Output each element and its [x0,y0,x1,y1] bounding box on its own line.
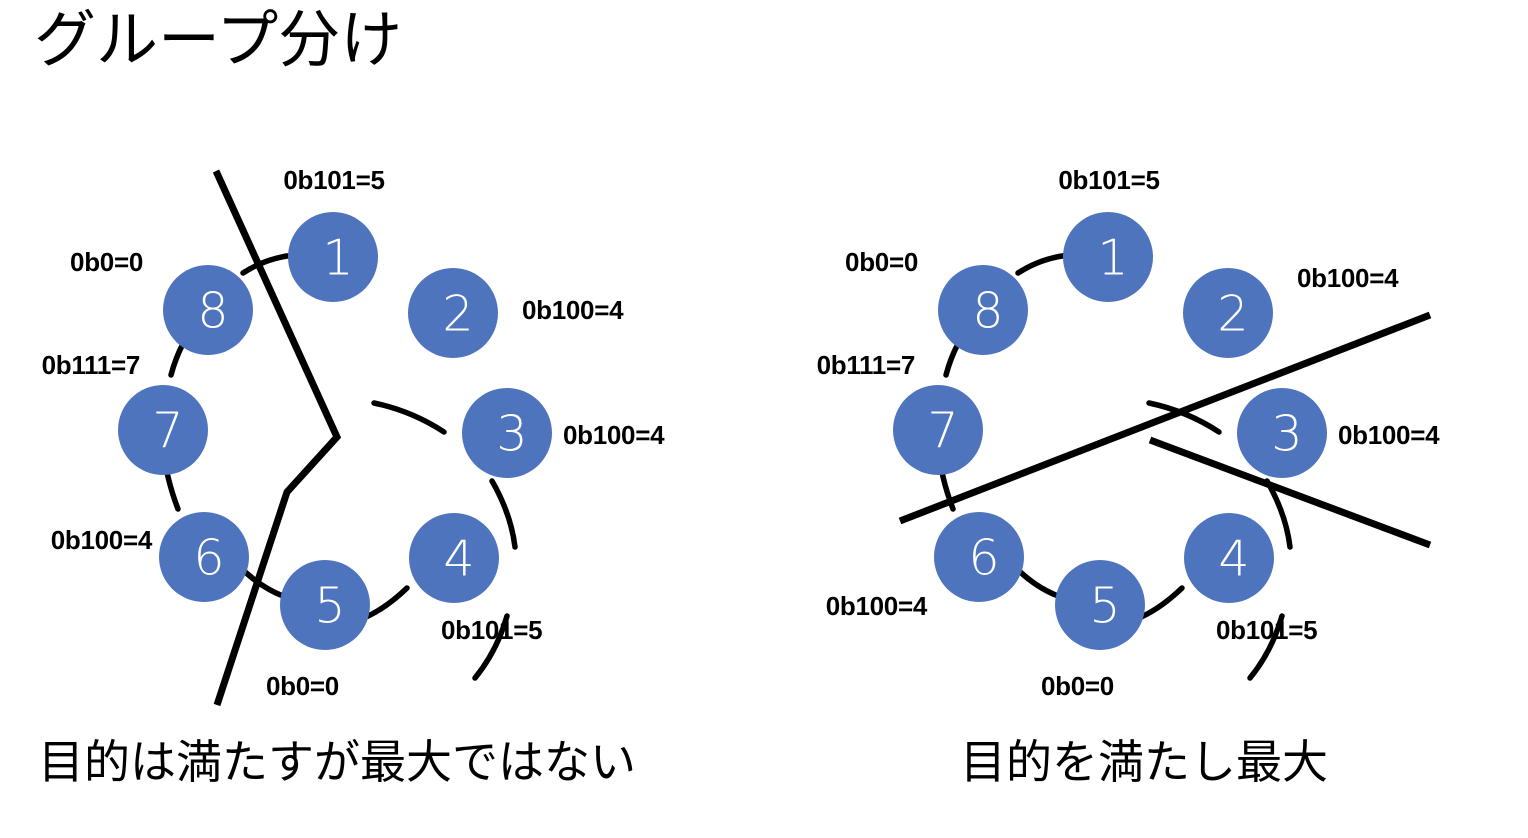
node-circle [938,265,1028,355]
node-5[interactable]: 5 [1055,560,1145,650]
node-number: 7 [152,403,183,460]
node-label-4: 0b101=5 [441,615,542,645]
node-number: 3 [496,406,527,463]
edge-3-4 [472,613,510,681]
node-4[interactable]: 4 [1184,513,1274,603]
node-5[interactable]: 5 [280,560,370,650]
cut-lines [212,169,342,707]
node-7[interactable]: 7 [118,385,208,475]
node-label-6: 0b100=4 [826,591,928,621]
node-number: 7 [927,403,958,460]
cut-line-2 [1148,436,1432,549]
node-number: 5 [314,578,345,635]
node-label-3: 0b100=4 [563,420,665,450]
node-2[interactable]: 2 [408,268,498,358]
node-number: 4 [1218,531,1249,588]
node-circle [280,560,370,650]
node-number: 6 [193,530,224,587]
caption-right: 目的を満たし最大 [960,735,1328,789]
node-circle [1184,513,1274,603]
edge-1-2 [1146,400,1222,435]
node-circle [1237,388,1327,478]
node-1[interactable]: 1 [1063,212,1153,302]
node-circle [1055,560,1145,650]
node-number: 8 [197,283,228,340]
node-label-3: 0b100=4 [1338,420,1440,450]
nodes: 1 2 3 4 5 [118,212,552,650]
node-circle [159,512,249,602]
node-label-4: 0b101=5 [1216,615,1317,645]
node-8[interactable]: 8 [938,265,1028,355]
node-label-1: 0b101=5 [1058,165,1159,195]
node-circle [163,265,253,355]
node-7[interactable]: 7 [893,385,983,475]
node-3[interactable]: 3 [462,388,552,478]
node-label-5: 0b0=0 [266,671,339,701]
node-number: 2 [442,286,473,343]
node-circle [893,385,983,475]
node-number: 1 [322,230,353,287]
node-number: 8 [972,283,1003,340]
node-label-7: 0b111=7 [42,350,140,380]
node-number: 6 [968,530,999,587]
node-6[interactable]: 6 [159,512,249,602]
node-circle [408,268,498,358]
node-circle [288,212,378,302]
node-3[interactable]: 3 [1237,388,1327,478]
node-labels: 0b101=5 0b100=4 0b100=4 0b101=5 0b0=0 0b… [42,165,666,701]
node-label-7: 0b111=7 [817,350,915,380]
edge-2-3 [489,478,518,550]
node-circle [1183,268,1273,358]
edge-1-2 [371,400,447,435]
node-circle [409,513,499,603]
cut-line-1 [212,169,342,707]
ring-edges [160,252,518,681]
node-circle [462,388,552,478]
node-number: 5 [1089,578,1120,635]
edge-3-4 [1247,613,1285,681]
node-circle [934,512,1024,602]
node-number: 4 [443,531,474,588]
node-circle [118,385,208,475]
node-circle [1063,212,1153,302]
cut-line-1 [898,311,1432,525]
node-8[interactable]: 8 [163,265,253,355]
node-2[interactable]: 2 [1183,268,1273,358]
cut-lines [898,311,1432,549]
node-number: 1 [1097,230,1128,287]
node-label-8: 0b0=0 [70,247,143,277]
diagram-left-svg: 1 2 3 4 5 [42,165,666,707]
page-title: グループ分け [34,3,403,76]
node-label-6: 0b100=4 [51,525,153,555]
node-number: 2 [1217,286,1248,343]
node-label-5: 0b0=0 [1041,671,1114,701]
node-labels: 0b101=5 0b100=4 0b100=4 0b101=5 0b0=0 0b… [817,165,1441,701]
diagram-right-svg: 1 2 3 4 5 [817,165,1441,701]
diagram-left: 1 2 3 4 5 [0,140,740,720]
node-6[interactable]: 6 [934,512,1024,602]
node-label-2: 0b100=4 [1297,263,1399,293]
node-number: 3 [1271,406,1302,463]
nodes: 1 2 3 4 5 [893,212,1327,650]
node-label-2: 0b100=4 [522,295,624,325]
caption-left: 目的は満たすが最大ではない [38,735,636,789]
node-4[interactable]: 4 [409,513,499,603]
node-label-1: 0b101=5 [283,165,384,195]
node-label-8: 0b0=0 [845,247,918,277]
node-1[interactable]: 1 [288,212,378,302]
diagram-right: 1 2 3 4 5 [760,140,1500,720]
